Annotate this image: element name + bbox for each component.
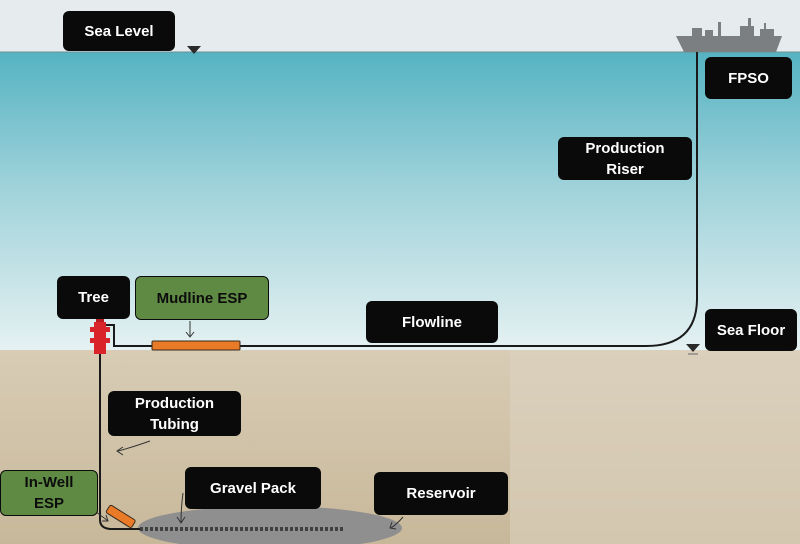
mudline-esp-label: Mudline ESP <box>135 276 269 320</box>
reservoir-label: Reservoir <box>374 472 508 515</box>
production-riser-label: Production Riser <box>558 137 692 180</box>
sea-level-label: Sea Level <box>63 11 175 51</box>
fpso-ship-icon <box>676 18 782 52</box>
in-well-esp-label: In-Well ESP <box>0 470 98 516</box>
in-well-esp-label-line2: ESP <box>33 495 64 512</box>
seabed-right-shade <box>510 350 800 544</box>
flowline-line <box>106 52 698 347</box>
mudline-esp-unit <box>151 340 241 351</box>
production-tubing-label-line1: Production <box>134 394 215 412</box>
production-riser-label-line2: Riser <box>606 160 644 178</box>
fpso-label: FPSO <box>705 57 792 99</box>
sea-floor-label: Sea Floor <box>705 309 797 351</box>
production-tubing-label: Production Tubing <box>108 391 241 436</box>
sea <box>0 52 800 350</box>
gravel-pack-label: Gravel Pack <box>185 467 321 509</box>
in-well-esp-label-line1: In-Well <box>24 474 74 491</box>
sea-floor-marker-icon <box>686 344 700 352</box>
production-riser-label-line1: Production <box>585 139 665 157</box>
production-tubing-label-line2: Tubing <box>150 415 199 433</box>
reservoir-zone <box>138 506 402 544</box>
tree-icon <box>90 316 110 354</box>
flowline-label: Flowline <box>366 301 498 343</box>
sea-level-marker-icon <box>187 46 201 54</box>
tree-label: Tree <box>57 276 130 319</box>
in-well-esp-unit <box>105 504 136 528</box>
production-tubing-line <box>99 345 140 530</box>
